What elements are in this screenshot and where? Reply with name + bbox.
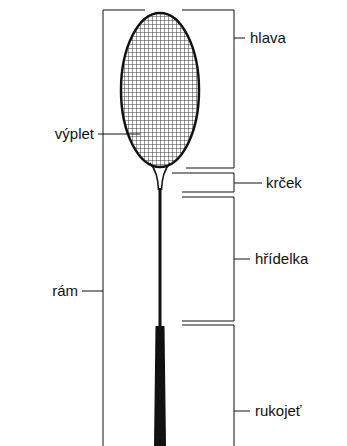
handle-bracket xyxy=(182,325,234,446)
racket-handle xyxy=(154,326,166,446)
part-label: rukojeť xyxy=(254,402,302,420)
leader-line xyxy=(234,38,245,39)
leader-line xyxy=(234,183,262,184)
racket-throat xyxy=(150,163,170,190)
string-mesh xyxy=(118,10,202,170)
leader-line xyxy=(234,411,250,412)
leader-line xyxy=(82,291,103,292)
part-label: hřídelka xyxy=(254,250,309,268)
leader-line xyxy=(234,259,250,260)
racket-shaft xyxy=(159,188,162,326)
racket-head-frame xyxy=(121,13,199,167)
leader-line xyxy=(98,134,140,135)
shaft-bracket xyxy=(182,197,234,321)
frame-bracket xyxy=(103,10,145,446)
part-label: rám xyxy=(51,282,79,300)
throat-bracket xyxy=(172,173,234,192)
head-bracket xyxy=(182,10,234,168)
part-label: krček xyxy=(265,174,303,192)
part-label: výplet xyxy=(54,125,95,143)
part-label: hlava xyxy=(249,29,287,47)
